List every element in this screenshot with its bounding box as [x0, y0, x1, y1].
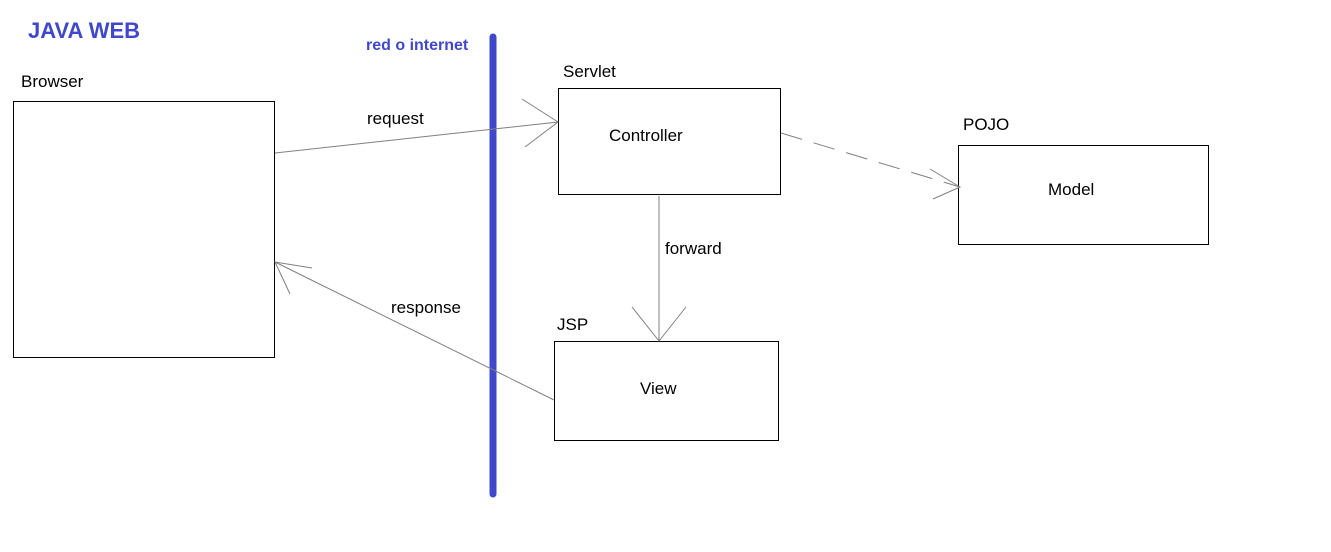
view-tag: JSP	[557, 315, 588, 334]
browser-tag: Browser	[21, 72, 84, 91]
request-label: request	[367, 109, 424, 128]
response-arrow	[274, 261, 555, 401]
forward-arrow	[631, 196, 687, 342]
controller-to-model-dashed-arrow	[780, 132, 962, 200]
diagram-title: JAVA WEB	[28, 18, 140, 43]
view-box	[554, 341, 779, 441]
model-label: Model	[1048, 180, 1094, 199]
network-label: red o internet	[366, 37, 469, 54]
request-arrow	[274, 98, 559, 154]
view-label: View	[640, 379, 677, 398]
model-tag: POJO	[963, 115, 1009, 134]
forward-label: forward	[665, 239, 722, 258]
response-label: response	[391, 298, 461, 317]
model-box	[958, 145, 1209, 245]
controller-tag: Servlet	[563, 62, 616, 81]
controller-box	[558, 88, 781, 195]
browser-box	[13, 101, 275, 358]
controller-label: Controller	[609, 126, 683, 145]
